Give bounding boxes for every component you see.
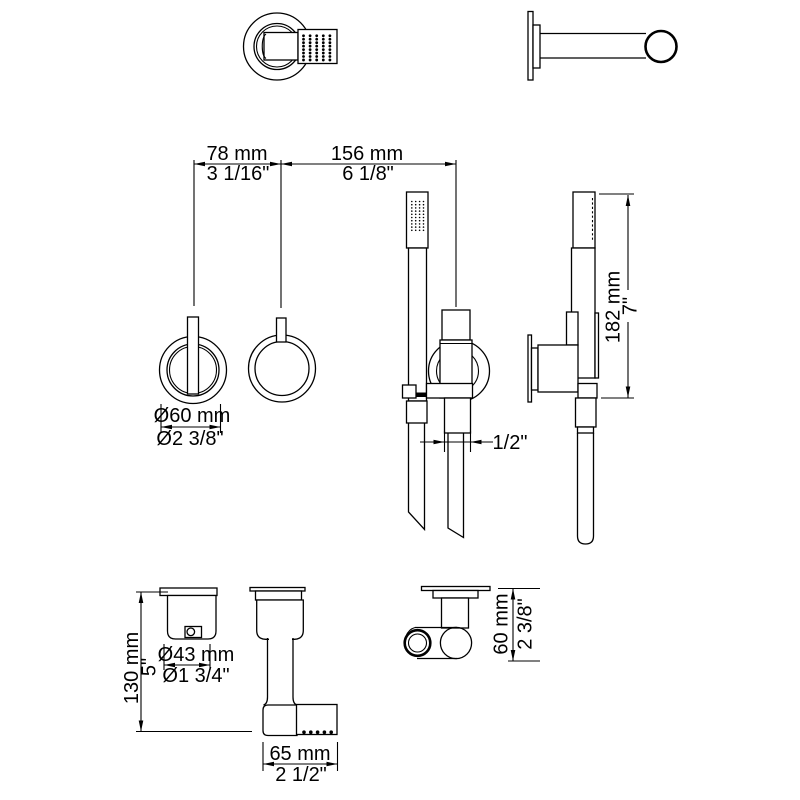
- spray-face-dots: [302, 34, 332, 62]
- valve-lever-handle: [186, 316, 200, 395]
- valve-trim-front-views: Ø60 mm Ø2 3/8": [154, 316, 317, 450]
- spout-flange-mm-label: Ø43 mm: [158, 644, 235, 666]
- handshower-hose: [407, 423, 426, 532]
- holder-arm-front: [425, 382, 474, 399]
- handshower-set-front-view: 1/2": [401, 191, 528, 539]
- elbow-nozzle-ring: [403, 628, 432, 658]
- handshower-set-side-view: 182 mm 7": [527, 191, 642, 545]
- hose-nut: [405, 400, 428, 424]
- trim-diameter-mm-label: Ø60 mm: [154, 405, 231, 427]
- valve-stub: [275, 317, 287, 343]
- spout-body-end-view: [166, 594, 217, 640]
- supply-hose: [447, 433, 465, 539]
- handshower-head: [405, 191, 429, 249]
- elbow-view: 60 mm 2 3/8": [403, 585, 540, 662]
- spout-projection-mm-label: 65 mm: [269, 743, 330, 765]
- handshower-holder-plan-view: [242, 12, 338, 81]
- elbow-height-inch-label: 2 3/8": [515, 598, 537, 650]
- spacing-left-inch-label: 3 1/16": [207, 163, 270, 185]
- spout-views: Ø43 mm Ø1 3/4" 130 mm 5" 65 mm 2 1/2": [121, 586, 339, 786]
- spacing-dimensions: 78 mm 3 1/16" 156 mm 6 1/8": [193, 143, 457, 308]
- hose-clip-nut: [401, 384, 417, 399]
- elbow-stem: [440, 597, 470, 629]
- valve-body-side: [537, 344, 579, 393]
- handshower-height-mm-label: 182 mm: [603, 271, 625, 343]
- elbow-height-mm-label: 60 mm: [491, 593, 513, 654]
- spout-flange-inch-label: Ø1 3/4": [162, 665, 229, 687]
- spout-height-inch-label: 5": [139, 658, 161, 676]
- hose-side: [576, 433, 595, 545]
- trim-diameter-inch-label: Ø2 3/8": [156, 428, 223, 450]
- holder-clip-side: [565, 311, 579, 346]
- spout-outlet-holes: [302, 730, 334, 734]
- holder-arm-side: [577, 382, 598, 399]
- spacing-right-mm-label: 156 mm: [331, 143, 403, 165]
- spout-head-left: [262, 704, 298, 737]
- valve-outlet: [443, 397, 472, 434]
- holder-knob: [644, 29, 678, 64]
- spacing-right-inch-label: 6 1/8": [342, 163, 394, 185]
- spout-height-mm-label: 130 mm: [121, 632, 143, 704]
- connection-size-label: 1/2": [493, 432, 528, 454]
- valve-stem-front: [441, 309, 471, 341]
- handshower-spray-dots: [411, 200, 425, 232]
- handshower-height-inch-label: 7": [620, 297, 642, 315]
- aerator-detail: [186, 627, 196, 637]
- elbow-barrel: [439, 626, 473, 660]
- spacing-left-mm-label: 78 mm: [206, 143, 267, 165]
- wall-holder-side-view: [527, 10, 678, 81]
- spout-projection-inch-label: 2 1/2": [275, 764, 327, 786]
- spout-mount-side-view: [256, 599, 304, 640]
- spout-head-right: [295, 703, 338, 736]
